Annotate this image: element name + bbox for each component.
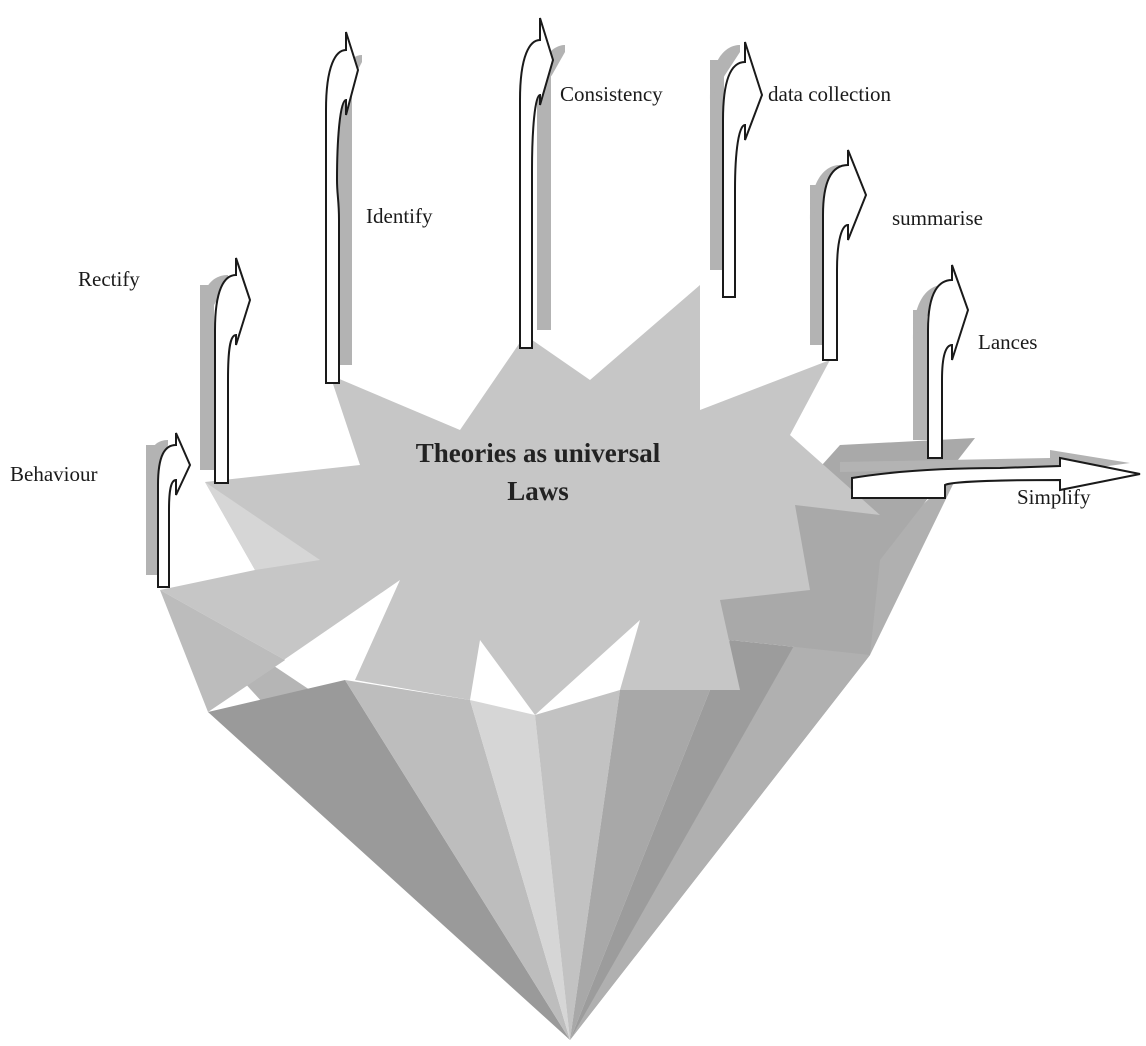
lances-arrow [913, 265, 968, 458]
label-behaviour: Behaviour [10, 462, 97, 486]
label-consistency: Consistency [560, 82, 663, 106]
label-rectify: Rectify [78, 267, 140, 291]
summarise-arrow [810, 150, 866, 360]
title-line-2: Laws [507, 476, 569, 506]
consistency-arrow [520, 18, 565, 348]
rectify-arrow [200, 258, 250, 483]
behaviour-arrow [146, 433, 190, 587]
data-collection-arrow [710, 42, 762, 297]
label-simplify: Simplify [1017, 485, 1091, 509]
title-line-1: Theories as universal [416, 438, 661, 468]
identify-arrow [326, 32, 362, 383]
label-identify: Identify [366, 204, 433, 228]
label-data-collection: data collection [768, 82, 892, 106]
label-lances: Lances [978, 330, 1037, 354]
label-summarise: summarise [892, 206, 983, 230]
